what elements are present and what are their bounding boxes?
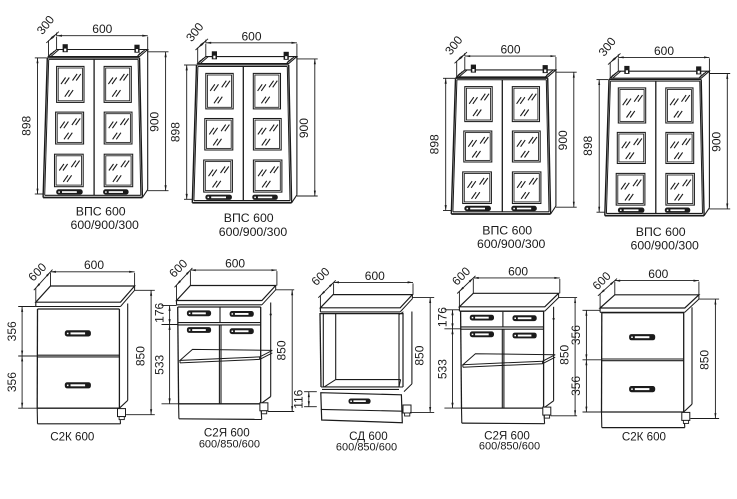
svg-text:533: 533 bbox=[153, 354, 167, 374]
svg-text:850: 850 bbox=[133, 346, 147, 366]
svg-text:176: 176 bbox=[152, 302, 166, 322]
svg-text:356: 356 bbox=[5, 321, 19, 341]
svg-text:850: 850 bbox=[274, 340, 288, 360]
svg-text:176: 176 bbox=[435, 307, 449, 327]
svg-text:600/900/300: 600/900/300 bbox=[219, 225, 288, 239]
svg-text:900: 900 bbox=[148, 111, 162, 131]
svg-text:850: 850 bbox=[698, 350, 712, 370]
svg-text:СД 600: СД 600 bbox=[349, 430, 388, 443]
svg-text:600/900/300: 600/900/300 bbox=[477, 237, 546, 251]
svg-text:898: 898 bbox=[581, 135, 595, 155]
svg-text:900: 900 bbox=[297, 118, 311, 138]
svg-text:ВПС 600: ВПС 600 bbox=[482, 224, 532, 238]
svg-text:600/900/300: 600/900/300 bbox=[71, 218, 140, 232]
svg-text:С2К 600: С2К 600 bbox=[622, 431, 666, 444]
svg-text:С2Я 600: С2Я 600 bbox=[484, 430, 530, 443]
svg-text:С2Я 600: С2Я 600 bbox=[204, 427, 250, 440]
svg-text:600/850/600: 600/850/600 bbox=[336, 441, 397, 453]
svg-text:356: 356 bbox=[569, 376, 583, 396]
svg-text:С2К 600: С2К 600 bbox=[50, 431, 94, 444]
svg-text:600: 600 bbox=[84, 258, 104, 272]
svg-text:ВПС 600: ВПС 600 bbox=[636, 225, 686, 239]
svg-text:533: 533 bbox=[436, 359, 450, 379]
svg-text:900: 900 bbox=[709, 131, 723, 151]
svg-text:600: 600 bbox=[500, 43, 520, 57]
svg-text:600: 600 bbox=[92, 22, 112, 36]
svg-text:850: 850 bbox=[412, 345, 426, 365]
svg-text:850: 850 bbox=[557, 344, 571, 364]
svg-text:116: 116 bbox=[292, 389, 306, 408]
svg-text:600: 600 bbox=[648, 267, 668, 281]
svg-text:898: 898 bbox=[20, 115, 34, 135]
svg-text:600/850/600: 600/850/600 bbox=[199, 438, 260, 450]
svg-text:600: 600 bbox=[225, 257, 245, 271]
svg-text:600: 600 bbox=[241, 29, 261, 43]
svg-text:600: 600 bbox=[508, 264, 528, 278]
svg-text:ВПС 600: ВПС 600 bbox=[224, 211, 274, 225]
svg-text:600: 600 bbox=[365, 269, 385, 283]
svg-text:356: 356 bbox=[5, 372, 19, 392]
svg-text:600: 600 bbox=[654, 44, 674, 58]
svg-text:898: 898 bbox=[428, 134, 442, 154]
svg-text:356: 356 bbox=[569, 325, 583, 345]
svg-text:600/900/300: 600/900/300 bbox=[631, 239, 700, 253]
svg-text:ВПС 600: ВПС 600 bbox=[76, 204, 126, 218]
svg-text:898: 898 bbox=[169, 122, 183, 142]
svg-text:600/850/600: 600/850/600 bbox=[479, 441, 540, 453]
svg-text:900: 900 bbox=[556, 130, 570, 150]
